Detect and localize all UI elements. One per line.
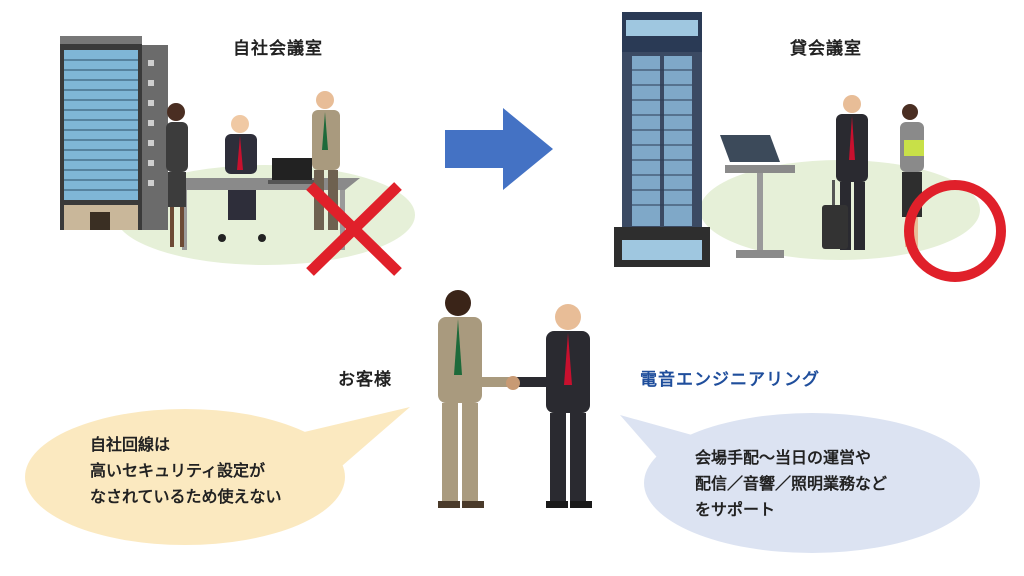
company-bubble-text: 会場手配～当日の運営や 配信／音響／照明業務など をサポート	[695, 448, 888, 519]
cross-mark-icon	[306, 182, 402, 276]
customer-speech-bubble	[25, 407, 410, 545]
businesswoman-with-folder-figure	[900, 104, 924, 247]
right-arrow-icon	[445, 108, 553, 190]
businessman-with-suitcase-figure	[822, 95, 868, 250]
tower-building-icon	[614, 12, 710, 267]
rental-room-scene	[614, 12, 1006, 282]
handshake-scene	[438, 290, 592, 508]
businesswoman-figure	[166, 103, 188, 247]
company-speech-bubble	[620, 413, 980, 553]
rental-room-label: 貸会議室	[790, 39, 862, 59]
handshake-icon	[506, 376, 520, 390]
customer-figure	[438, 290, 515, 508]
company-staff-figure	[512, 304, 592, 508]
customer-bubble-text: 自社回線は 高いセキュリティ設定が なされているため使えない	[90, 435, 282, 506]
customer-label: お客様	[338, 370, 392, 390]
standing-table-icon	[720, 135, 795, 258]
businessman-seated-figure	[218, 115, 266, 242]
own-room-label: 自社会議室	[233, 39, 323, 59]
own-office-scene	[60, 36, 415, 276]
circle-mark-icon	[904, 180, 1006, 282]
office-building-icon	[60, 36, 168, 230]
company-label: 電音エンジニアリング	[640, 370, 820, 390]
